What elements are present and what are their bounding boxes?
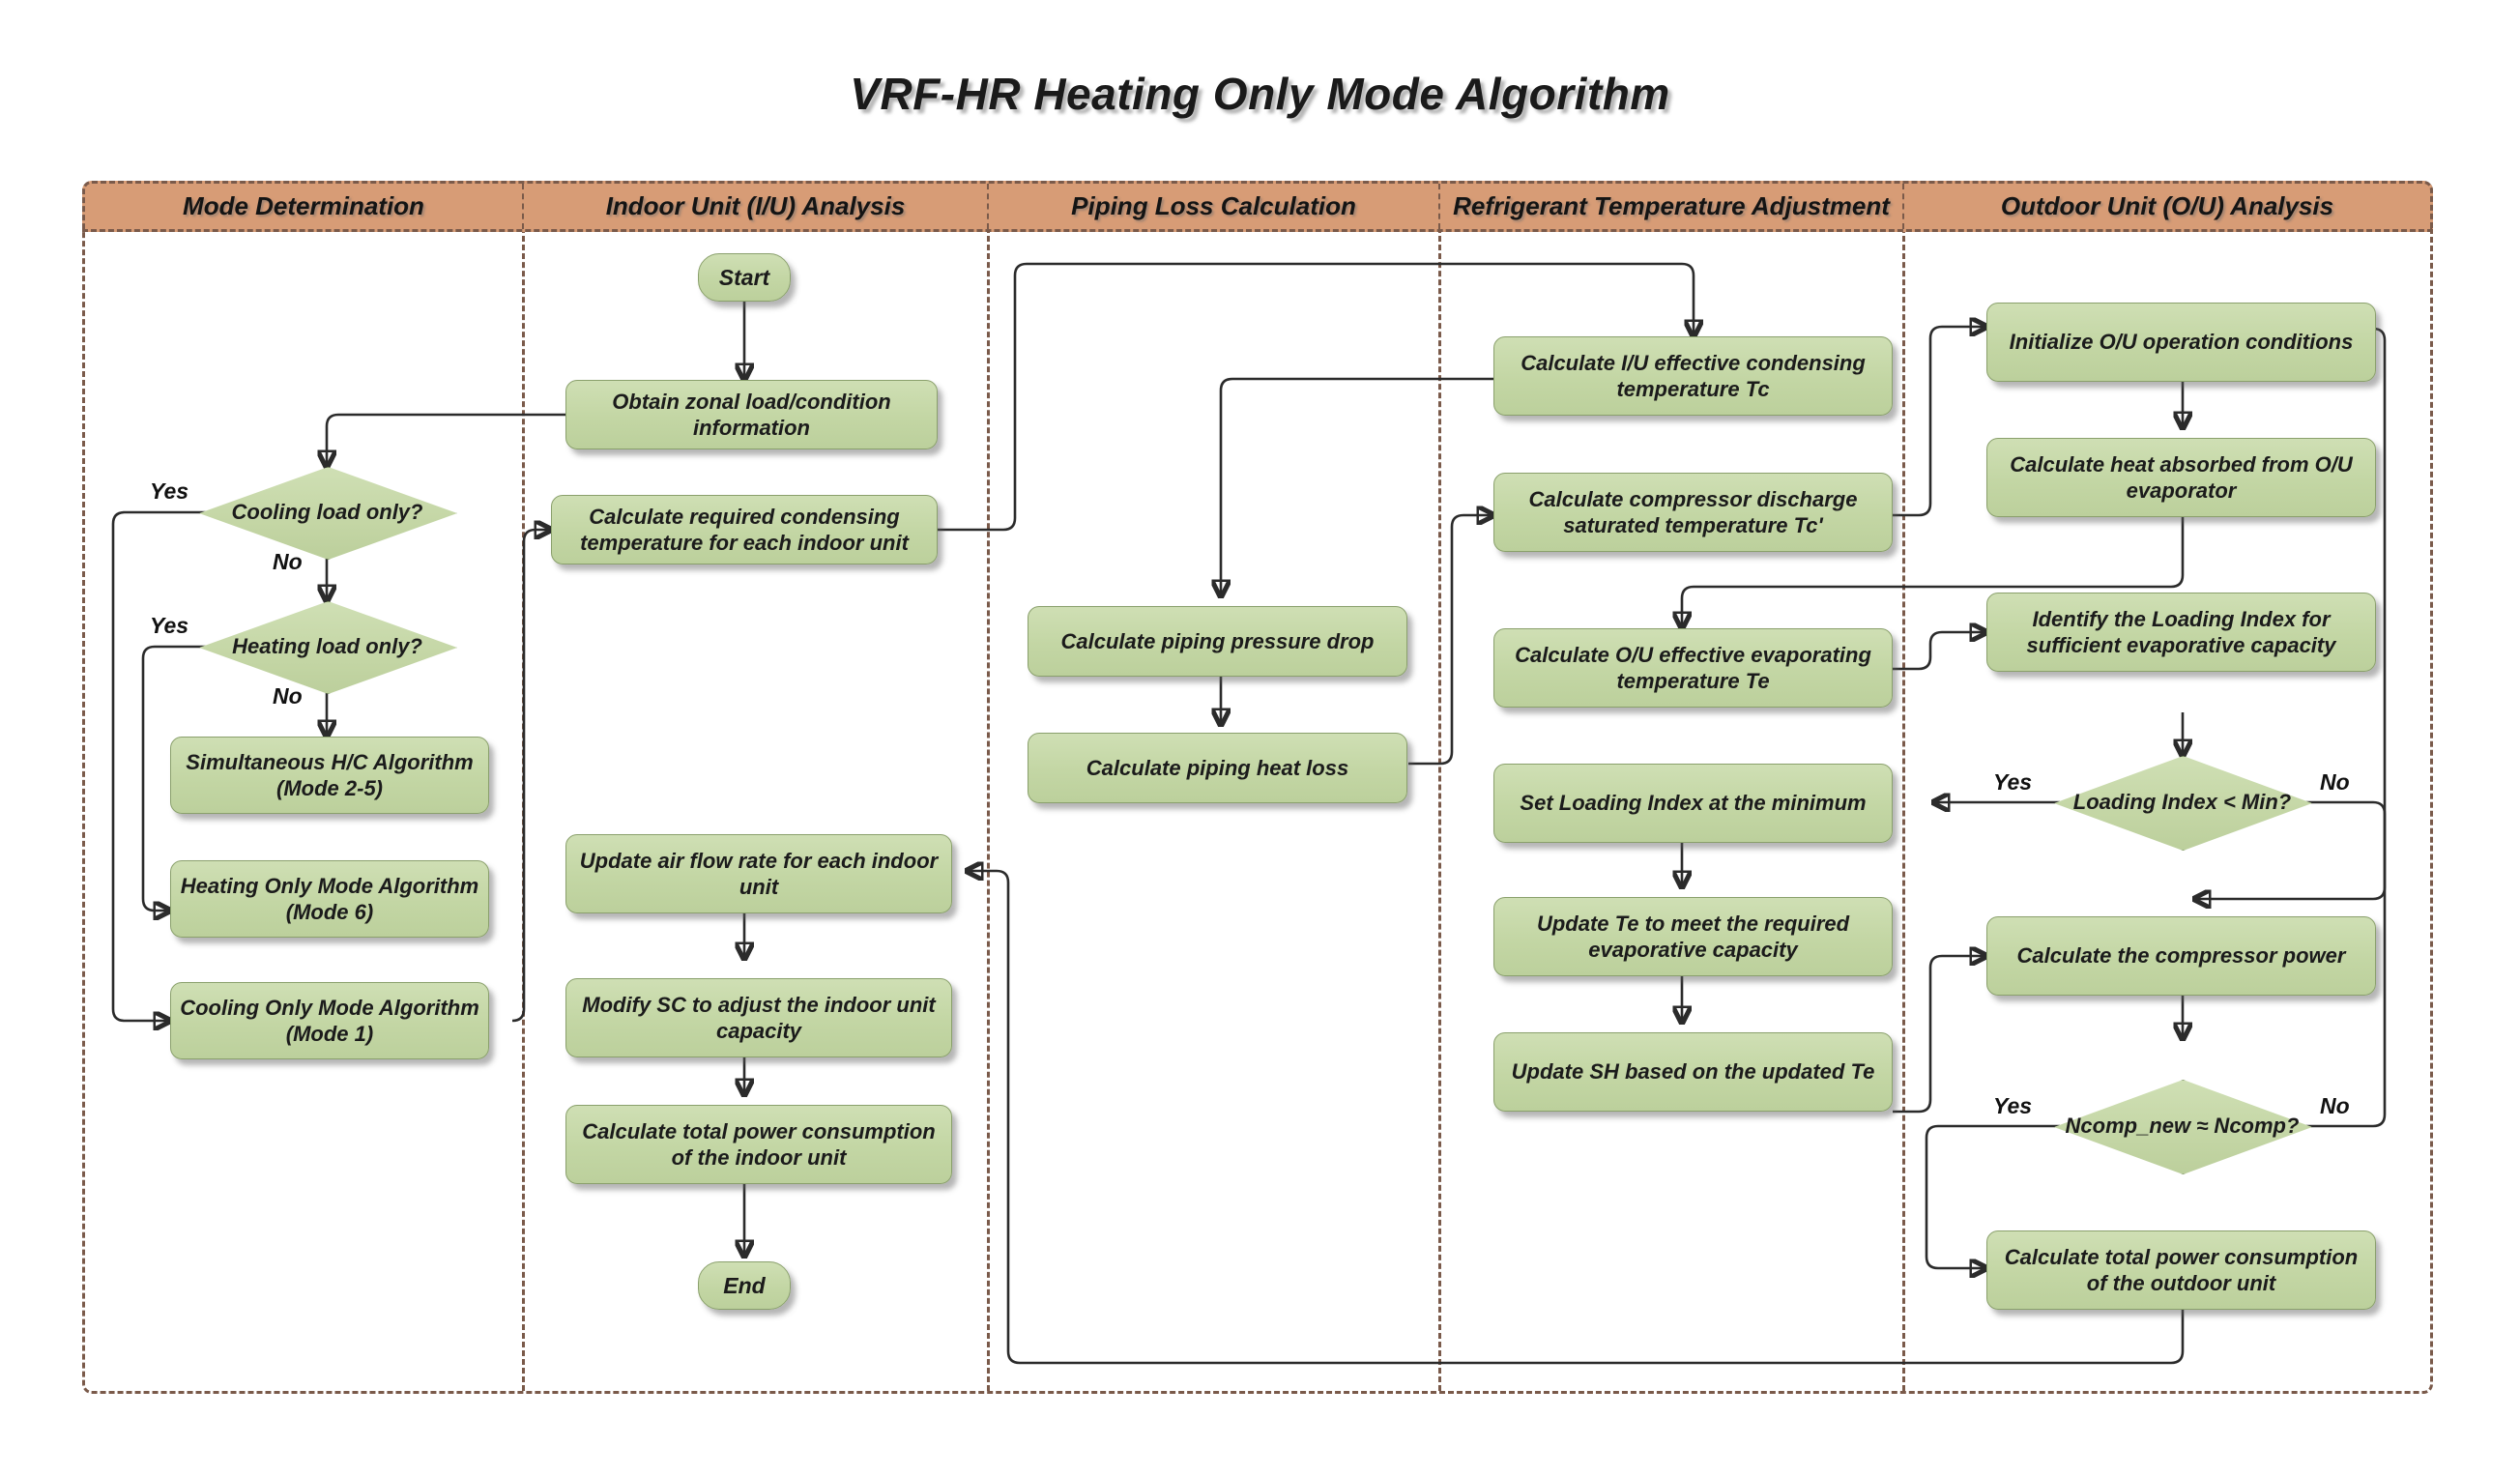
- node-update-te[interactable]: Update Te to meet the required evaporati…: [1493, 897, 1893, 976]
- edge-label-heating-yes: Yes: [150, 613, 189, 638]
- lane-divider-4: [1902, 184, 1905, 1391]
- edge-label-cooling-yes: Yes: [150, 478, 189, 504]
- node-cooling-only-mode-algorithm[interactable]: Cooling Only Mode Algorithm (Mode 1): [170, 982, 489, 1059]
- edge-label-heating-no: No: [273, 683, 303, 709]
- lane-header-indoor-unit: Indoor Unit (I/U) Analysis: [522, 184, 987, 229]
- decision-heating-load-only[interactable]: Heating load only?: [199, 601, 457, 694]
- edge-label-cooling-no: No: [273, 549, 303, 574]
- node-calc-ou-total-power[interactable]: Calculate total power consumption of the…: [1986, 1230, 2376, 1310]
- node-update-sh[interactable]: Update SH based on the updated Te: [1493, 1032, 1893, 1112]
- lane-header-band: Mode Determination Indoor Unit (I/U) Ana…: [82, 181, 2433, 232]
- node-update-air-flow-rate[interactable]: Update air flow rate for each indoor uni…: [565, 834, 952, 913]
- decision-label: Heating load only?: [232, 633, 422, 658]
- node-end[interactable]: End: [698, 1261, 791, 1310]
- node-modify-sc[interactable]: Modify SC to adjust the indoor unit capa…: [565, 978, 952, 1057]
- edge-label-loading-yes: Yes: [1993, 769, 2033, 795]
- edge-label-ncomp-yes: Yes: [1993, 1093, 2033, 1118]
- node-calc-compressor-power[interactable]: Calculate the compressor power: [1986, 916, 2376, 996]
- lane-divider-2: [987, 184, 990, 1391]
- node-calc-compressor-discharge-temp[interactable]: Calculate compressor discharge saturated…: [1493, 473, 1893, 552]
- node-calc-piping-pressure-drop[interactable]: Calculate piping pressure drop: [1028, 606, 1407, 677]
- edge-label-ncomp-no: No: [2320, 1093, 2350, 1118]
- decision-label: Loading Index < Min?: [2072, 789, 2292, 814]
- edge-label-loading-no: No: [2320, 769, 2350, 795]
- decision-loading-index-min[interactable]: Loading Index < Min?: [2054, 756, 2312, 851]
- node-set-loading-index-minimum[interactable]: Set Loading Index at the minimum: [1493, 764, 1893, 843]
- node-calc-heat-absorbed[interactable]: Calculate heat absorbed from O/U evapora…: [1986, 438, 2376, 517]
- node-calc-indoor-unit-power[interactable]: Calculate total power consumption of the…: [565, 1105, 952, 1184]
- lane-header-piping-loss: Piping Loss Calculation: [987, 184, 1438, 229]
- lane-header-refrigerant-temp-adjustment: Refrigerant Temperature Adjustment: [1438, 184, 1902, 229]
- page-title: VRF-HR Heating Only Mode Algorithm: [850, 69, 1670, 119]
- node-calc-iu-effective-condensing-temp[interactable]: Calculate I/U effective condensing tempe…: [1493, 336, 1893, 416]
- lane-header-outdoor-unit: Outdoor Unit (O/U) Analysis: [1902, 184, 2430, 229]
- node-calc-required-condensing-temp[interactable]: Calculate required condensing temperatur…: [551, 495, 938, 564]
- node-start[interactable]: Start: [698, 253, 791, 302]
- node-calc-ou-effective-evaporating-temp[interactable]: Calculate O/U effective evaporating temp…: [1493, 628, 1893, 708]
- node-initialize-ou-conditions[interactable]: Initialize O/U operation conditions: [1986, 303, 2376, 382]
- decision-ncomp-converged[interactable]: Ncomp_new ≈ Ncomp?: [2054, 1080, 2312, 1174]
- decision-label: Cooling load only?: [231, 499, 423, 524]
- node-heating-only-mode-algorithm[interactable]: Heating Only Mode Algorithm (Mode 6): [170, 860, 489, 938]
- lane-header-mode-determination: Mode Determination: [183, 191, 424, 220]
- decision-cooling-load-only[interactable]: Cooling load only?: [199, 467, 457, 560]
- node-identify-loading-index[interactable]: Identify the Loading Index for sufficien…: [1986, 593, 2376, 672]
- node-obtain-zonal-load[interactable]: Obtain zonal load/condition information: [565, 380, 938, 449]
- lane-divider-1: [522, 184, 525, 1391]
- lane-divider-3: [1438, 184, 1441, 1391]
- node-simultaneous-hc-algorithm[interactable]: Simultaneous H/C Algorithm (Mode 2-5): [170, 737, 489, 814]
- decision-label: Ncomp_new ≈ Ncomp?: [2065, 1113, 2300, 1138]
- node-calc-piping-heat-loss[interactable]: Calculate piping heat loss: [1028, 733, 1407, 803]
